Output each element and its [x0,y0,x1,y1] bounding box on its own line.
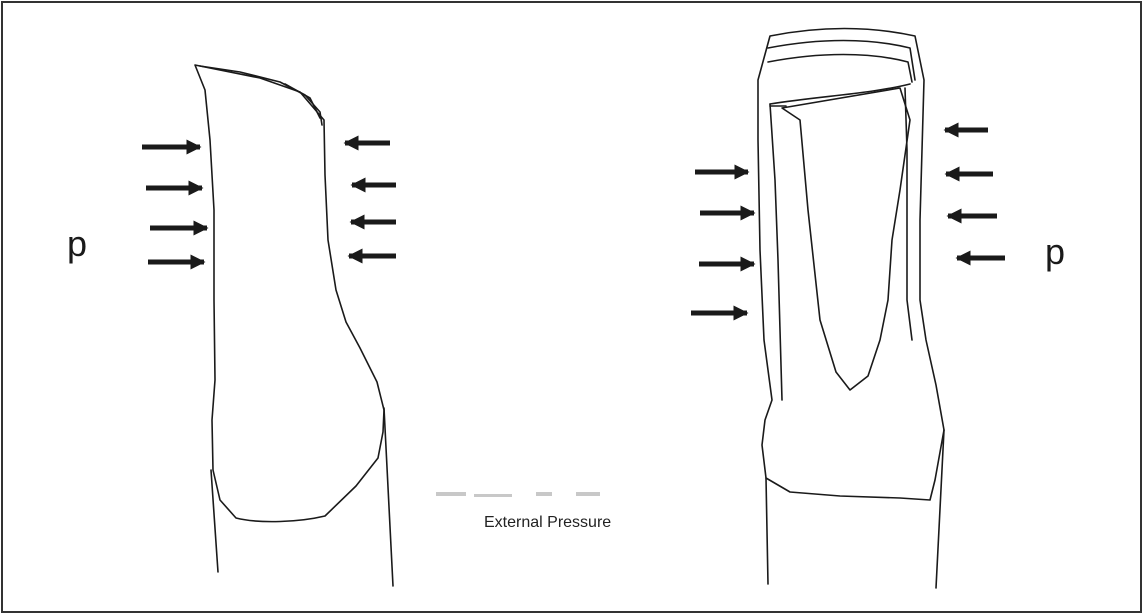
right-inner-cavity [782,88,910,390]
right-right-arrows [945,130,1005,258]
right-outer-wall [758,29,944,501]
right-inner-wall [770,104,782,400]
right-rim-4 [770,84,910,104]
left-base-line-b [384,408,393,586]
left-pressure-label: p [67,226,87,262]
left-shape-outline [195,65,384,522]
right-pressure-label: p [1045,234,1065,270]
left-inner-arrows [345,143,396,256]
right-rim-2 [768,41,915,81]
right-left-arrows [691,172,754,313]
right-hollow-shape [758,29,944,589]
left-outer-arrows [142,147,207,262]
external-pressure-caption: External Pressure [484,514,611,532]
hidden-text-fragments [436,492,600,497]
right-base-line-a [766,478,768,584]
right-rim-3 [768,55,912,83]
